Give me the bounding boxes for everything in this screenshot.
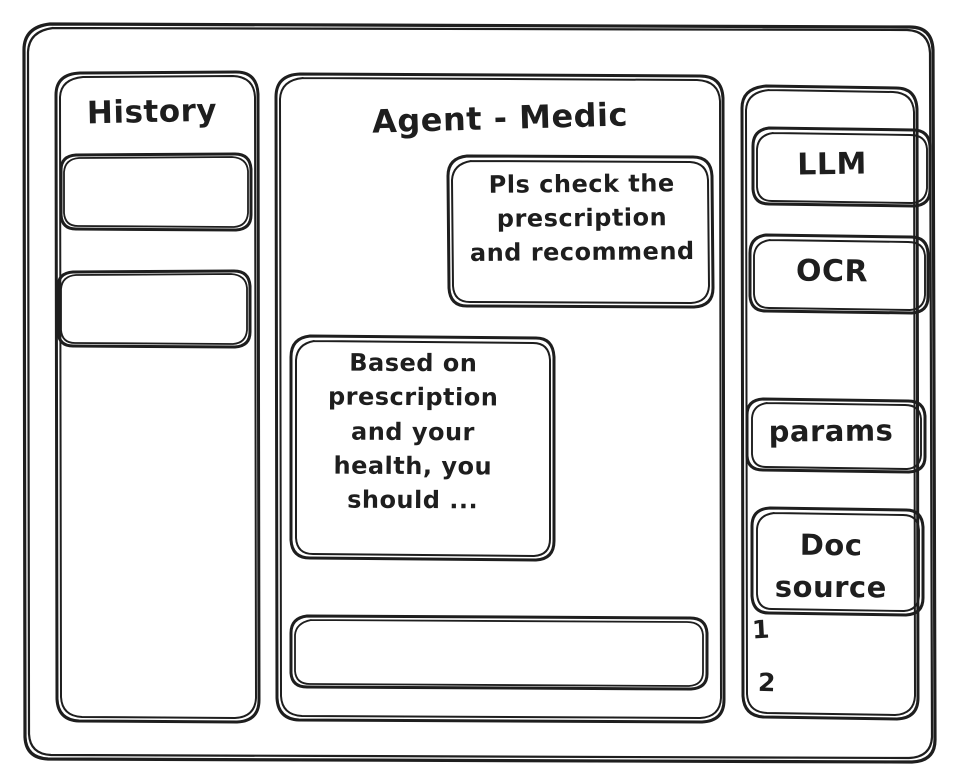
doc-source-label: Doc source <box>774 527 887 605</box>
message-user-text: Pls check the prescription and recommend <box>469 169 695 268</box>
doc-source-item-1[interactable]: 1 <box>751 614 771 645</box>
message-assistant-text: Based on prescription and your health, y… <box>327 348 499 515</box>
history-panel <box>56 72 260 723</box>
doc-source-item-2[interactable]: 2 <box>757 667 776 698</box>
message-input[interactable] <box>291 616 708 689</box>
tool-button-ocr-label: OCR <box>795 253 869 290</box>
tool-button-llm-label: LLM <box>796 146 868 183</box>
tool-button-params-label: params <box>768 413 894 449</box>
